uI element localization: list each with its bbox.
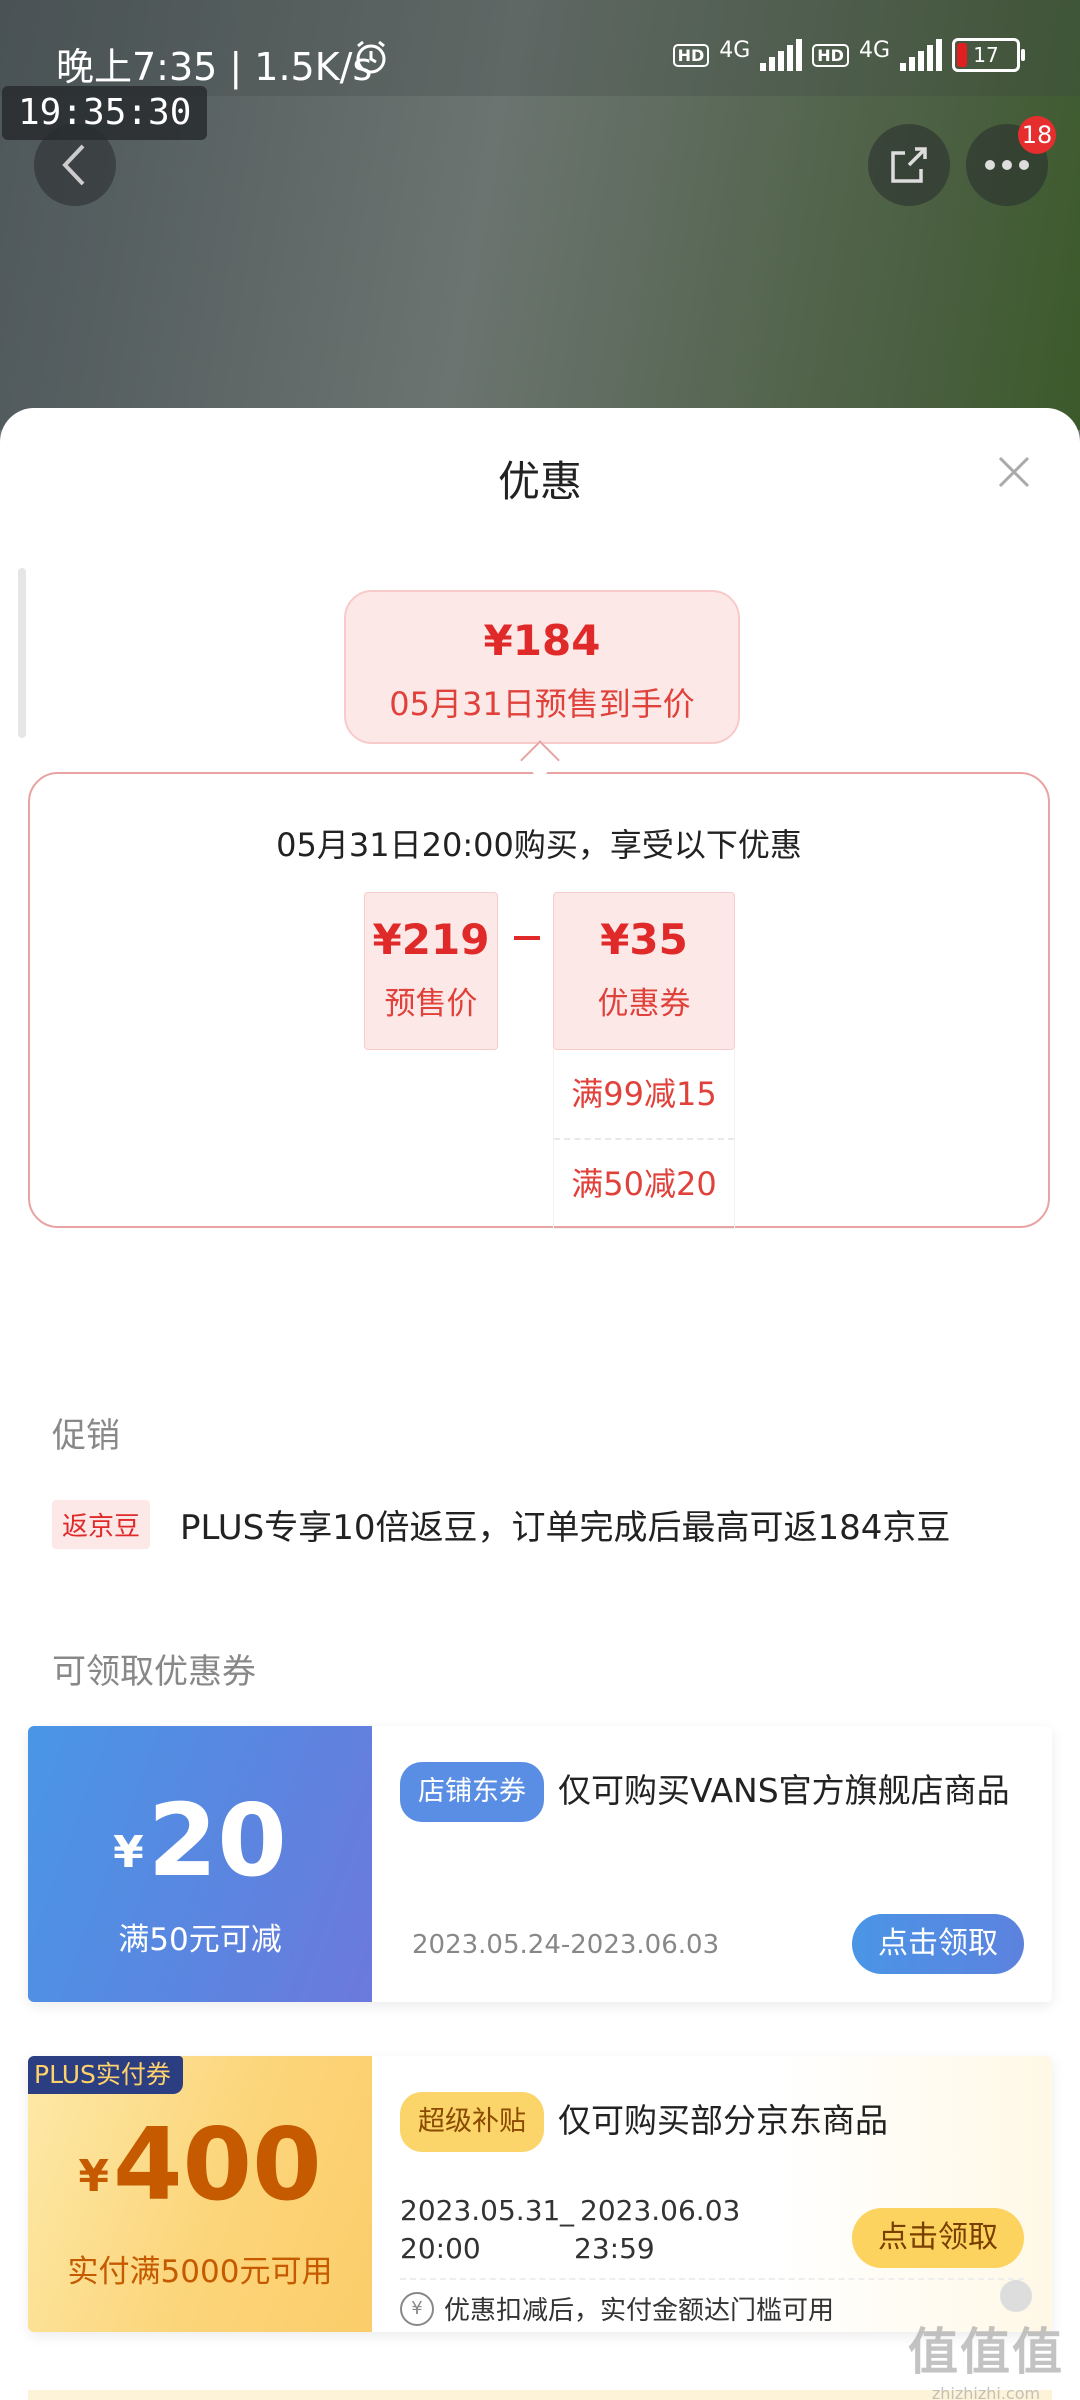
coupon-card-partial (28, 2390, 1052, 2400)
promo-section-label: 促销 (52, 1416, 120, 1456)
chevron-down-icon[interactable] (1000, 2280, 1032, 2312)
coupon-discount-label: 优惠券 (597, 986, 691, 1022)
network-label: 4G (719, 38, 751, 63)
claim-coupon-button[interactable]: 点击领取 (852, 2208, 1024, 2268)
final-price-card: ¥184 05月31日预售到手价 (344, 590, 740, 744)
scroll-indicator (18, 568, 26, 738)
presale-price-label: 预售价 (384, 986, 478, 1022)
network-label: 4G (858, 38, 890, 63)
coupon-tag: 店铺东券 (400, 1762, 544, 1822)
signal-icon (760, 39, 803, 71)
discount-sheet: 优惠 ¥184 05月31日预售到手价 05月31日20:00购买，享受以下优惠… (0, 408, 1080, 2400)
status-time-speed: 晚上7:35 | 1.5K/s (56, 45, 373, 89)
promo-tag: 返京豆 (52, 1500, 151, 1549)
chevron-left-icon (62, 144, 85, 186)
final-price-label: 05月31日预售到手价 (389, 685, 695, 723)
coupon-discount-value: ¥35 (600, 915, 688, 964)
coupon-card: ¥20 满50元可减 店铺东券仅可购买VANS官方旗舰店商品 2023.05.2… (28, 1726, 1052, 2002)
coupon-date: 2023.05.24-2023.06.03 (412, 1930, 720, 1960)
watermark: 值值值 zhizhizhi.com (908, 2323, 1064, 2400)
hd-icon: HD (812, 43, 849, 67)
minus-sign (514, 936, 540, 940)
back-button[interactable] (34, 124, 116, 206)
share-button[interactable] (868, 124, 950, 206)
coupon-amount: 400 (112, 2106, 322, 2223)
promo-row[interactable]: 返京豆 PLUS专享10倍返豆，订单完成后最高可返184京豆 (52, 1500, 950, 1549)
plus-coupon-tag: PLUS实付券 (28, 2056, 183, 2094)
coupon-note: ¥ 优惠扣减后，实付金额达门槛可用 (400, 2278, 1024, 2327)
battery-icon: 17 (952, 38, 1025, 72)
close-button[interactable] (994, 452, 1034, 492)
coupon-rules: 满99减15 满50减20 (553, 1050, 735, 1229)
coupon-condition: 实付满5000元可用 (67, 2254, 333, 2290)
coupon-currency: ¥ (113, 1827, 144, 1878)
more-button[interactable]: 18 (966, 116, 1056, 206)
coupon-value-panel: ¥400 实付满5000元可用 (28, 2056, 372, 2332)
status-icons: HD 4G HD 4G 17 (672, 38, 1025, 72)
close-icon (998, 456, 1030, 488)
sheet-title: 优惠 (497, 457, 582, 506)
share-icon (891, 147, 927, 183)
presale-price-card: ¥219 预售价 (364, 892, 498, 1050)
coupon-card: ¥400 实付满5000元可用 PLUS实付券 超级补贴仅可购买部分京东商品 2… (28, 2056, 1052, 2332)
claim-coupon-button[interactable]: 点击领取 (852, 1914, 1024, 1974)
coupon-discount-card: ¥35 优惠券 (553, 892, 735, 1050)
calc-title: 05月31日20:00购买，享受以下优惠 (276, 826, 802, 864)
coupon-rule: 满50减20 (554, 1138, 734, 1228)
coupon-currency: ¥ (78, 2151, 109, 2202)
promo-text: PLUS专享10倍返豆，订单完成后最高可返184京豆 (180, 1508, 951, 1548)
coupon-amount: 20 (147, 1782, 287, 1899)
coupon-rule: 满99减15 (571, 1075, 717, 1113)
coupon-condition: 满50元可减 (118, 1922, 282, 1958)
hd-icon: HD (672, 43, 710, 67)
status-bar: 晚上7:35 | 1.5K/s HD 4G HD 4G 17 (0, 0, 1080, 96)
price-calculation-box: 05月31日20:00购买，享受以下优惠 ¥219 预售价 ¥35 优惠券 满9… (28, 772, 1050, 1229)
coupon-section-label: 可领取优惠券 (52, 1652, 256, 1692)
product-image-background (0, 0, 1080, 430)
notification-badge: 18 (1018, 116, 1056, 154)
coupon-tag: 超级补贴 (400, 2092, 544, 2152)
signal-icon (900, 39, 942, 71)
yen-icon: ¥ (400, 2291, 434, 2326)
more-dots-icon (985, 160, 1029, 170)
final-price-amount: ¥184 (483, 616, 601, 665)
overlay-clock: 19:35:30 (2, 86, 208, 140)
alarm-icon (352, 38, 390, 80)
coupon-desc: 仅可购买部分京东商品 (558, 2100, 888, 2140)
coupon-desc: 仅可购买VANS官方旗舰店商品 (558, 1770, 1010, 1810)
coupon-value-panel: ¥20 满50元可减 (28, 1726, 372, 2002)
presale-price-value: ¥219 (372, 915, 490, 964)
